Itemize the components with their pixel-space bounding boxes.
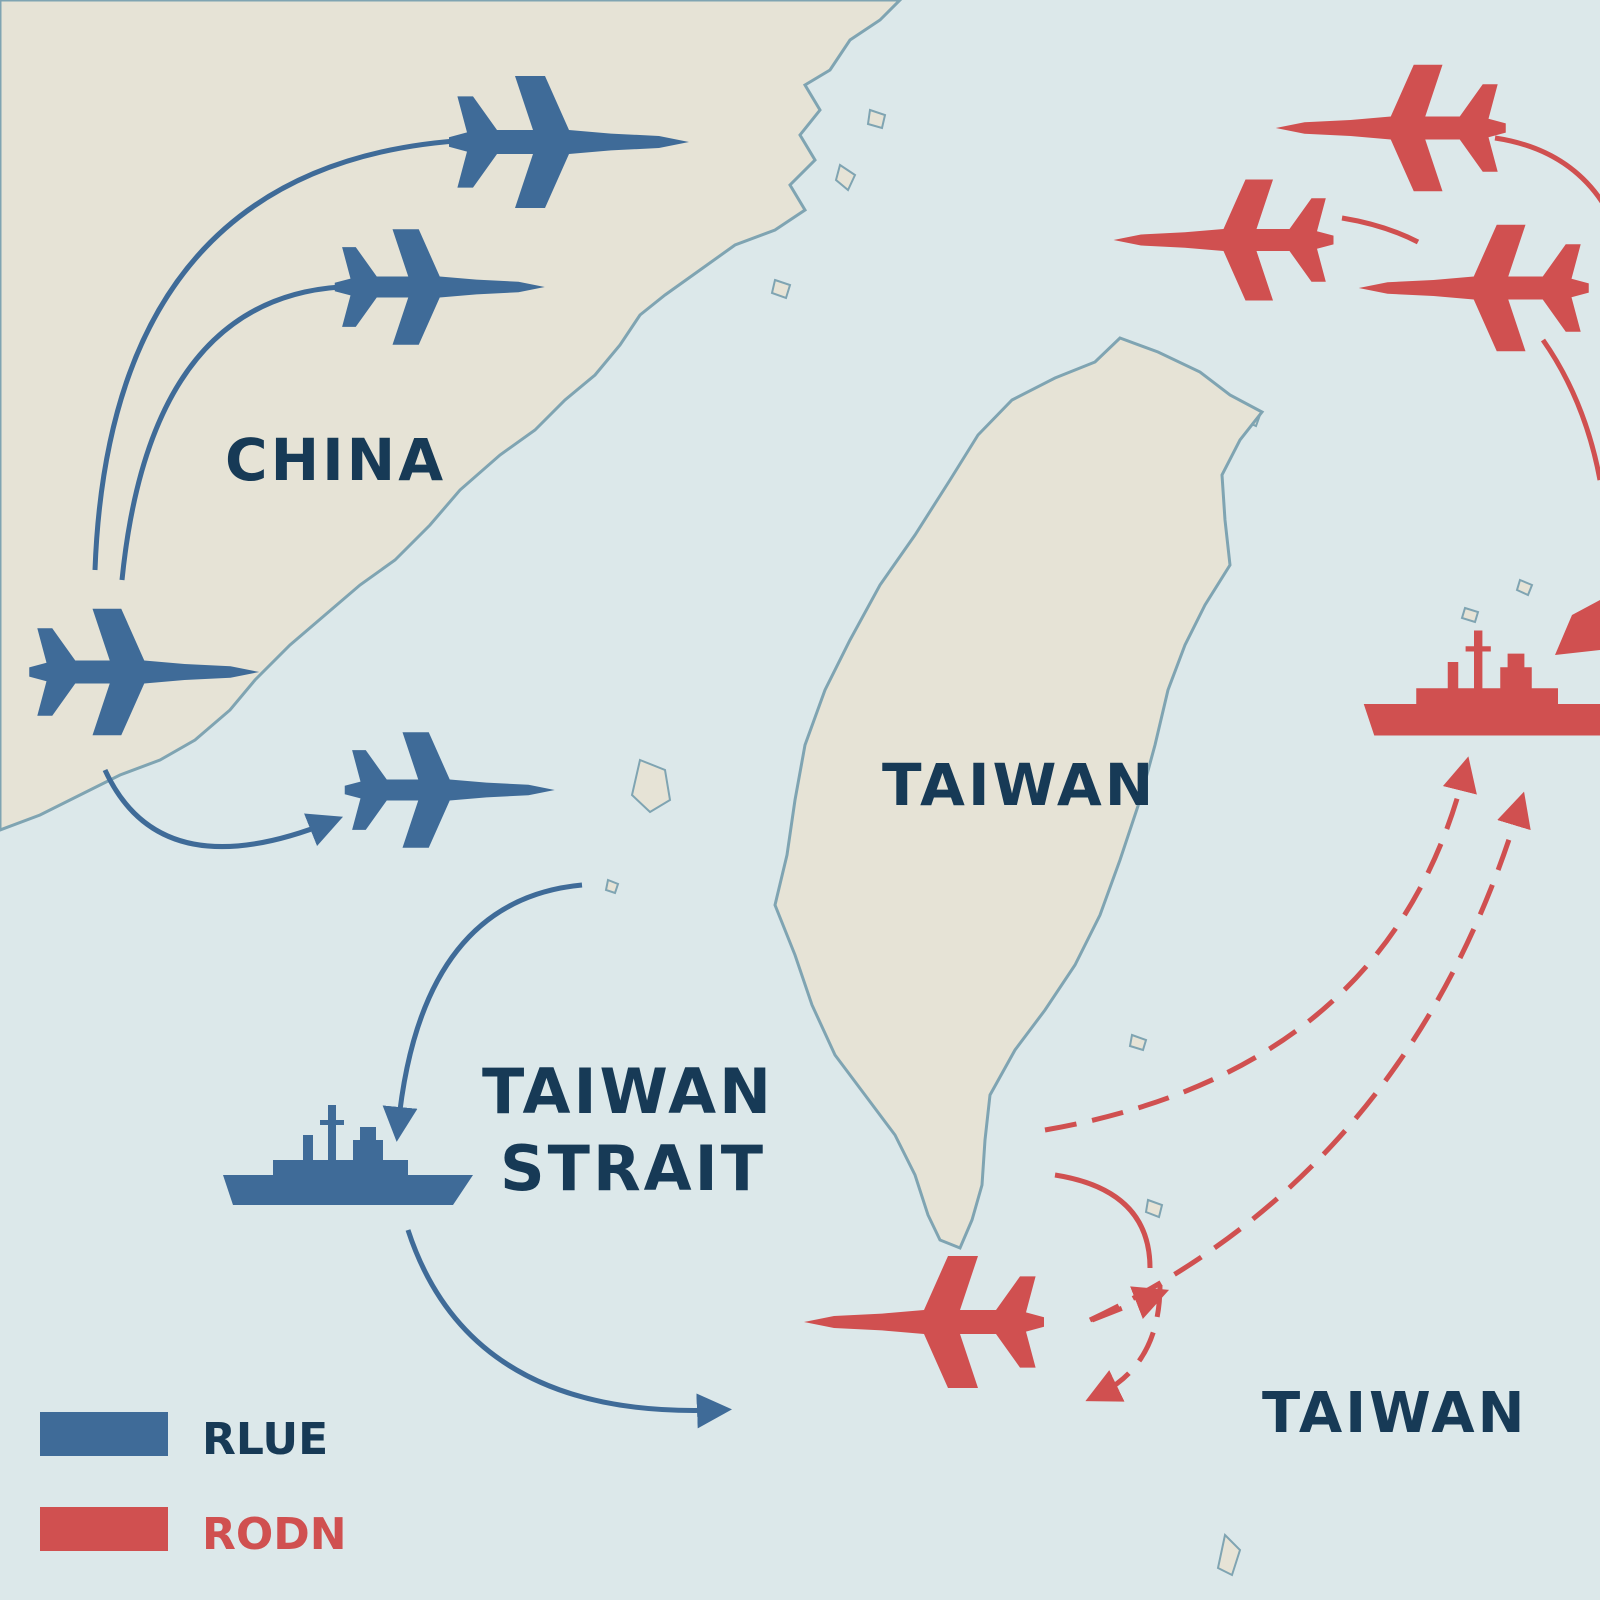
- legend-swatch-red: [40, 1507, 168, 1551]
- taiwan-island: [773, 336, 1265, 1250]
- red-path-5: [1044, 756, 1477, 1133]
- red-path-8: [1091, 1286, 1170, 1323]
- red-path-1: [1494, 135, 1600, 204]
- china-mainland: [0, 0, 903, 832]
- label-taiwan-east: TAIWAN: [1262, 1381, 1528, 1446]
- blue-path-5: [405, 1229, 732, 1429]
- red-force-paths: [1044, 135, 1600, 1402]
- blue-path-2: [119, 284, 341, 581]
- legend-swatch-blue: [40, 1412, 168, 1456]
- legend-label-red: RODN: [202, 1509, 347, 1560]
- legend: RLUE RODN: [40, 1412, 347, 1560]
- red-path-6: [1088, 791, 1531, 1323]
- red-path-4: [1054, 1172, 1153, 1269]
- map-labels: CHINA TAIWAN TAIWAN STRAIT TAIWAN: [225, 426, 1528, 1446]
- red-path-3: [1540, 338, 1600, 481]
- red-path-2: [1341, 215, 1420, 245]
- label-strait-line1: TAIWAN: [482, 1055, 774, 1128]
- label-china: CHINA: [225, 426, 446, 494]
- label-strait-line2: STRAIT: [500, 1132, 766, 1205]
- blue-force-paths: [92, 137, 732, 1429]
- red-partial-aircraft: [1555, 600, 1600, 655]
- red-warship: [1363, 600, 1600, 736]
- legend-label-blue: RLUE: [202, 1414, 328, 1465]
- blue-path-3: [102, 768, 344, 850]
- blue-path-4: [382, 882, 583, 1142]
- label-taiwan-island: TAIWAN: [882, 751, 1156, 819]
- blue-path-1: [92, 137, 471, 571]
- islands: [604, 108, 1534, 1577]
